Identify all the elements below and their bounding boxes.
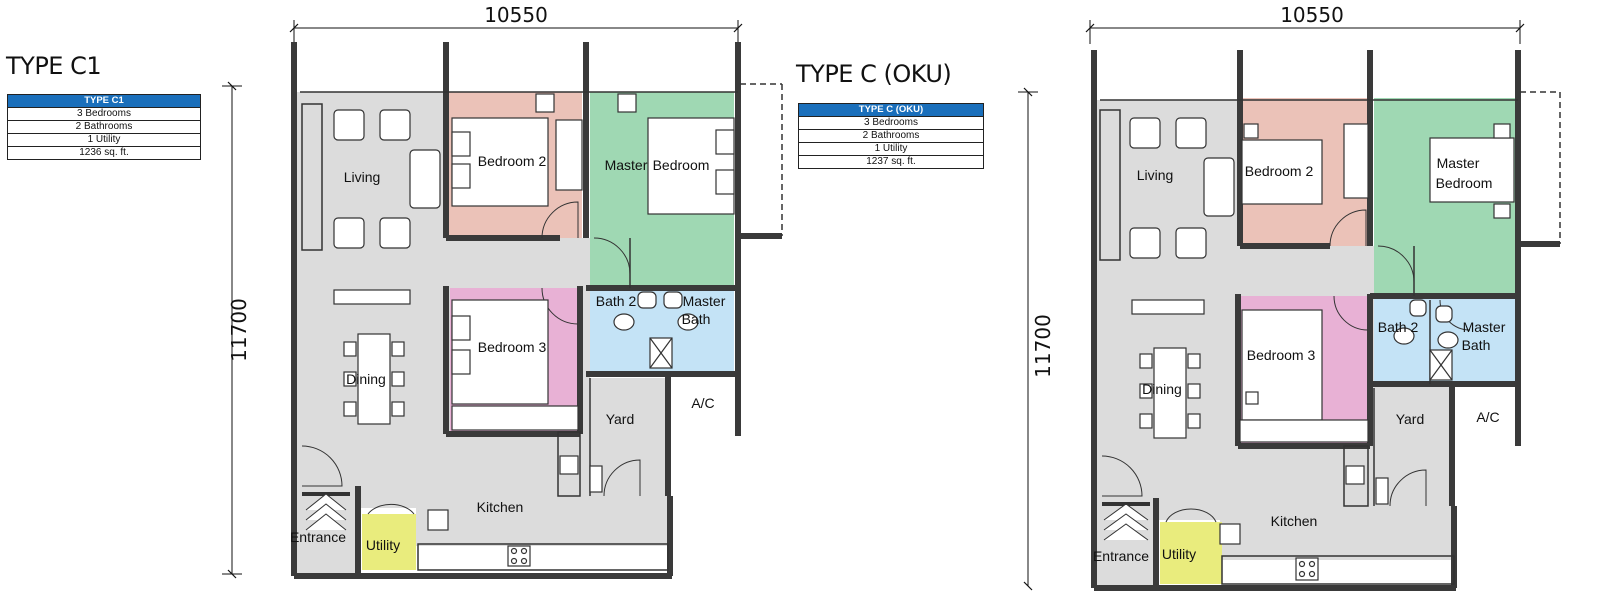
type-c-oku-title: TYPE C (OKU) bbox=[796, 60, 952, 88]
thin-walls bbox=[1099, 91, 1561, 585]
bath-2-label: Bath 2 bbox=[1378, 319, 1419, 335]
bedroom-label: Bedroom bbox=[653, 157, 710, 173]
spec-area: 1236 sq. ft. bbox=[7, 146, 201, 160]
bath-2-label: Bath 2 bbox=[596, 293, 637, 309]
bedroom-label: Bedroom bbox=[1436, 175, 1493, 191]
dining-furniture bbox=[343, 333, 405, 425]
utility-fill bbox=[362, 514, 416, 570]
bedroom-2-label: Bedroom 2 bbox=[1245, 163, 1314, 179]
width-dim-label: 10550 bbox=[484, 3, 548, 27]
height-dimension: 11700 bbox=[1018, 87, 1055, 591]
master-bath-label-top: Master bbox=[683, 293, 726, 309]
utility-fill bbox=[1160, 522, 1222, 584]
beds bbox=[451, 93, 735, 431]
living-furniture bbox=[333, 109, 441, 305]
ac-fill bbox=[1456, 388, 1518, 444]
living-label: Living bbox=[1137, 167, 1174, 183]
bedroom-3-label: Bedroom 3 bbox=[478, 339, 547, 355]
beds bbox=[1239, 123, 1515, 443]
spec-header-row: TYPE C (OKU) bbox=[798, 103, 984, 117]
spec-table-c-oku: TYPE C (OKU) 3 Bedrooms 2 Bathrooms 1 Ut… bbox=[798, 103, 984, 169]
kitchen-label: Kitchen bbox=[477, 499, 524, 515]
ac-label: A/C bbox=[691, 395, 714, 411]
height-dim-label: 11700 bbox=[227, 298, 251, 362]
width-dimension: 10550 bbox=[1085, 3, 1525, 44]
spec-header: TYPE C (OKU) bbox=[798, 103, 984, 117]
height-dim-label: 11700 bbox=[1031, 314, 1055, 378]
height-dimension: 11700 bbox=[222, 81, 251, 579]
bath-fixtures bbox=[1393, 299, 1459, 381]
ac-label: A/C bbox=[1476, 409, 1499, 425]
living-furniture bbox=[1129, 117, 1235, 315]
entrance-label: Entrance bbox=[290, 529, 346, 545]
master-bath-label-bottom: Bath bbox=[1462, 337, 1491, 353]
width-dimension: 10550 bbox=[289, 3, 743, 44]
yard-label: Yard bbox=[1396, 411, 1425, 427]
door-swings bbox=[1101, 209, 1471, 523]
floor-plan-c-oku: 10550 11700 bbox=[1018, 3, 1561, 591]
master-label: Master bbox=[605, 157, 648, 173]
utility-label: Utility bbox=[1162, 546, 1196, 562]
bedroom-3-label: Bedroom 3 bbox=[1247, 347, 1316, 363]
room-labels: Living Bedroom 2 Master Bedroom Bath 2 M… bbox=[290, 153, 726, 553]
kitchen-label: Kitchen bbox=[1271, 513, 1318, 529]
dining-furniture bbox=[1139, 347, 1201, 439]
entrance-label: Entrance bbox=[1093, 548, 1149, 564]
walls bbox=[291, 42, 782, 579]
living-label: Living bbox=[344, 169, 381, 185]
dining-label: Dining bbox=[1142, 381, 1182, 397]
bath-fixtures bbox=[613, 291, 699, 369]
width-dim-label: 10550 bbox=[1280, 3, 1344, 27]
yard-label: Yard bbox=[606, 411, 635, 427]
master-label: Master bbox=[1437, 155, 1480, 171]
master-bath-label-bottom: Bath bbox=[682, 311, 711, 327]
spec-area: 1237 sq. ft. bbox=[798, 155, 984, 169]
walls bbox=[1091, 50, 1560, 591]
master-bath-label-top: Master bbox=[1463, 319, 1506, 335]
utility-label: Utility bbox=[366, 537, 400, 553]
dining-label: Dining bbox=[346, 371, 386, 387]
door-swings bbox=[301, 201, 641, 515]
floor-plan-c1: 10550 11700 bbox=[222, 3, 783, 579]
room-labels: Living Bedroom 2 Master Bedroom Bath 2 M… bbox=[1093, 155, 1506, 564]
type-c1-title: TYPE C1 bbox=[6, 52, 102, 80]
ac-fill bbox=[672, 378, 738, 432]
kitchen-fixtures bbox=[1102, 465, 1389, 581]
kitchen-fixtures bbox=[302, 455, 603, 567]
bedroom-2-label: Bedroom 2 bbox=[478, 153, 547, 169]
spec-table-c1: TYPE C1 3 Bedrooms 2 Bathrooms 1 Utility… bbox=[7, 94, 201, 160]
